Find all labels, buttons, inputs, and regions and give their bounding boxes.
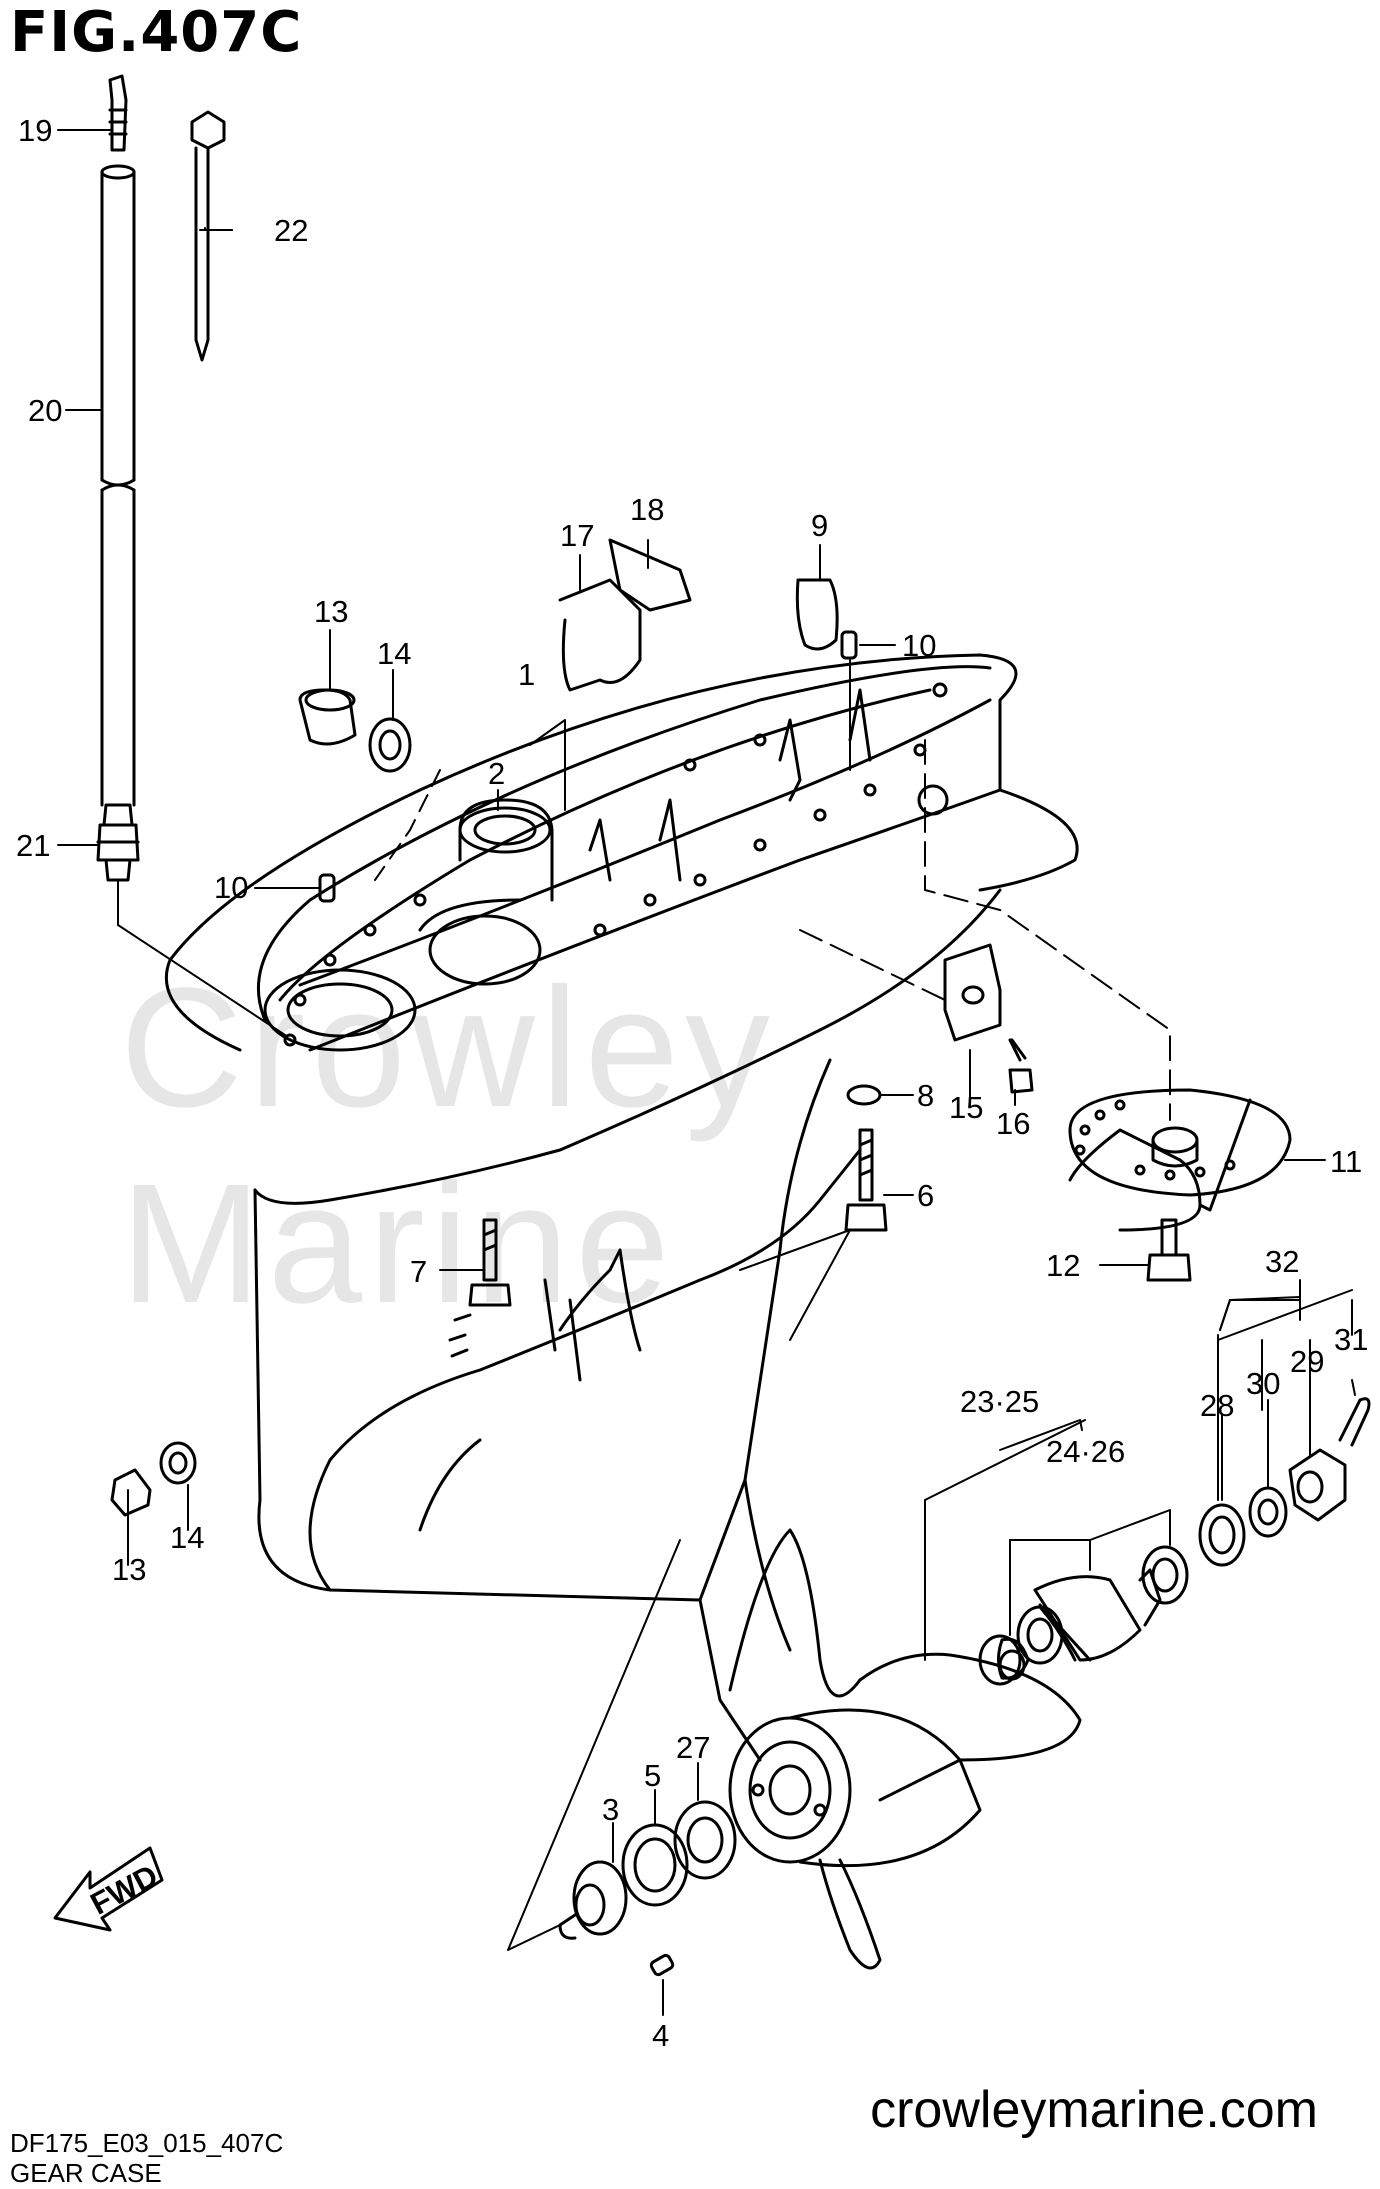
callout-27: 27 (676, 1730, 710, 1765)
callout-13-upper: 13 (314, 594, 348, 629)
callout-5: 5 (644, 1758, 661, 1793)
propeller (728, 1528, 1082, 1970)
fwd-label: FWD (85, 1858, 164, 1922)
callout-10-left: 10 (214, 870, 248, 905)
callout-16: 16 (996, 1106, 1030, 1141)
fwd-arrow: FWD (53, 1846, 164, 1932)
callout-24-26: 24·26 (1046, 1434, 1125, 1469)
callout-1: 1 (518, 657, 535, 692)
callout-22: 22 (274, 213, 308, 248)
figure-title: FIG.407C (10, 0, 303, 65)
gear-case-body (164, 653, 1079, 1762)
callout-20: 20 (28, 393, 62, 428)
callout-18: 18 (630, 492, 664, 527)
callout-21: 21 (16, 828, 50, 863)
callout-28: 28 (1200, 1388, 1234, 1423)
shift-rod-assembly (96, 74, 140, 882)
callout-19: 19 (18, 113, 52, 148)
prop-hardware (558, 1397, 1371, 1977)
trim-tab-anode (1068, 1088, 1292, 1232)
leader-lines (57, 129, 1356, 2016)
callout-23-25: 23·25 (960, 1384, 1039, 1419)
callout-4: 4 (652, 2018, 669, 2053)
callout-12: 12 (1046, 1248, 1080, 1283)
cable-tie (190, 110, 226, 362)
diagram-code: DF175_E03_015_407C (10, 2128, 284, 2158)
website-text: crowleymarine.com (870, 2081, 1318, 2139)
watermark: Crowley Marine (120, 953, 777, 1339)
callout-2: 2 (488, 756, 505, 791)
callout-10-right: 10 (902, 628, 936, 663)
callout-9: 9 (811, 508, 828, 543)
callout-6: 6 (917, 1178, 934, 1213)
callout-8: 8 (917, 1078, 934, 1113)
callout-30: 30 (1246, 1366, 1280, 1401)
callout-32: 32 (1265, 1244, 1299, 1279)
callout-14-upper: 14 (377, 636, 411, 671)
callout-31: 31 (1334, 1322, 1368, 1357)
callout-7: 7 (410, 1254, 427, 1289)
callout-3: 3 (602, 1792, 619, 1827)
callout-14-lower: 14 (170, 1520, 204, 1555)
callout-29: 29 (1290, 1344, 1324, 1379)
callout-17: 17 (560, 518, 594, 553)
diagram-caption: GEAR CASE (10, 2158, 162, 2188)
callout-15: 15 (949, 1090, 983, 1125)
callout-labels: 19 22 20 21 13 14 1 2 10 17 18 9 10 8 15… (16, 113, 1368, 2053)
callout-11: 11 (1330, 1144, 1362, 1179)
callout-13-lower: 13 (112, 1552, 146, 1587)
